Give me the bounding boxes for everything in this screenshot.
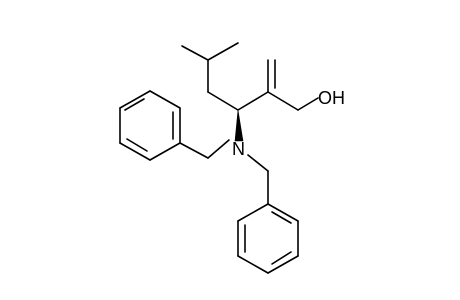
ring-b-double-1 bbox=[271, 211, 292, 224]
n-benzyl-groups bbox=[179, 139, 269, 205]
phenyl-ring-lower bbox=[237, 203, 299, 274]
bond-methyl-right bbox=[207, 42, 239, 61]
stereo-wedge-bond bbox=[234, 109, 244, 142]
bond-methyl-left bbox=[181, 45, 209, 61]
ring-a-bond-3 bbox=[119, 90, 151, 109]
bond-n-to-ch2-left bbox=[207, 139, 230, 159]
ring-b-bond-4 bbox=[237, 255, 269, 274]
bond-n-to-ch2-right bbox=[247, 154, 269, 172]
phenyl-ring-upper bbox=[119, 90, 181, 161]
isobutyl-group bbox=[181, 42, 239, 111]
ring-a-double-2 bbox=[124, 98, 145, 111]
ring-a-bond-6 bbox=[149, 142, 181, 161]
ring-a-double-3 bbox=[126, 138, 148, 152]
allyl-alcohol-group bbox=[237, 59, 319, 111]
ring-b-bond-1 bbox=[267, 203, 299, 222]
bond-ch2-left-to-ring bbox=[179, 142, 209, 159]
bond-stereocenter-to-vinyl-carbon bbox=[237, 91, 269, 111]
bond-ch2-to-oxygen bbox=[297, 97, 319, 111]
ring-b-bond-6 bbox=[237, 203, 269, 222]
ring-a-bond-5 bbox=[119, 142, 151, 161]
bond-isobutyl-to-stereocenter bbox=[207, 91, 239, 111]
hydroxyl-label: OH bbox=[318, 88, 345, 108]
nitrogen-atom-label: N bbox=[232, 139, 245, 159]
ring-b-double-2 bbox=[271, 251, 292, 265]
bond-vinyl-to-ch2 bbox=[267, 91, 299, 111]
ring-b-bond-3 bbox=[267, 255, 299, 274]
ring-a-bond-2 bbox=[149, 90, 181, 109]
